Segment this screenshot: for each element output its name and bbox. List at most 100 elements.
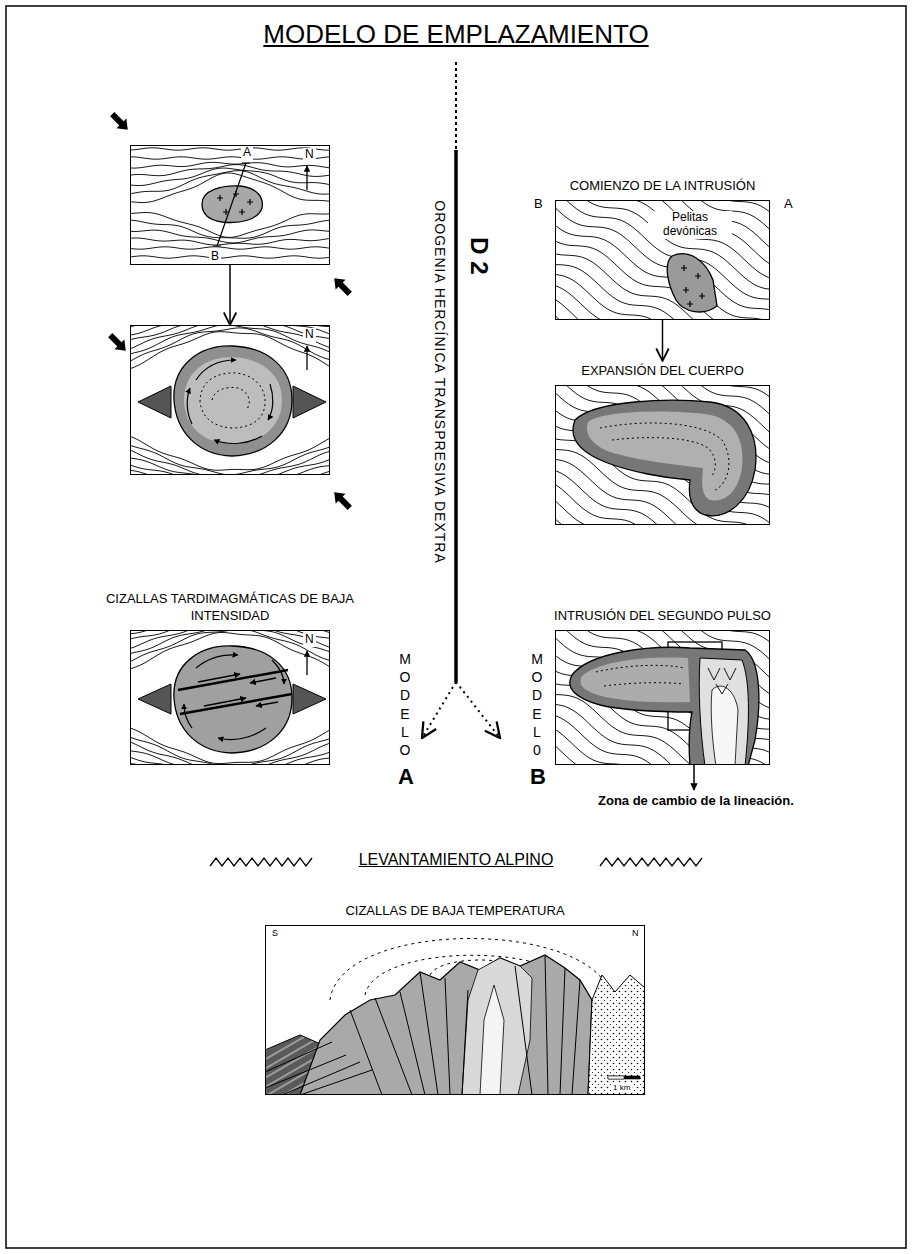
shape [683,287,689,293]
shape [555,200,770,300]
shape [130,457,330,475]
shape [608,1076,624,1079]
note-label: Zona de cambio de la lineación. [598,794,794,809]
note-label: B [530,764,546,789]
model-arrow [422,682,456,738]
shape [596,665,684,686]
panel-frame [555,630,770,765]
model-label: MODEL0 [530,650,544,759]
panel-heading: INTRUSIÓN DEL SEGUNDO PULSO [533,606,793,630]
panel: CIZALLAS DE BAJA TEMPERATURA S N 1 km [265,901,645,1095]
panel-heading: COMIENZO DE LA INTRUSIÓN [543,176,783,200]
shape [555,200,770,280]
panel-label: N [630,928,641,938]
shape [214,436,262,443]
shape [200,373,265,428]
shape [130,148,330,150]
panel-label: A [241,146,253,160]
shape [130,463,330,475]
shape [184,357,282,444]
shape [184,704,192,728]
model-arrow [456,682,500,738]
panel-title: CIZALLAS TARDIMAGMÁTICAS DE BAJA INTENSI… [100,591,360,630]
shape [130,325,330,342]
shape [213,163,250,246]
shape [265,1042,372,1095]
shape [588,975,645,1095]
panel-label: N [303,633,316,647]
shape [612,438,715,476]
shape [555,295,770,320]
shape [196,360,236,380]
shape [587,412,743,501]
shape [174,346,292,456]
shape [130,168,330,186]
panel-title: EXPANSIÓN DEL CUERPO [543,363,783,385]
shape [250,678,276,683]
shape [555,509,770,525]
shape [608,1076,640,1079]
panel-title: COMIENZO DE LA INTRUSIÓN [543,178,783,200]
shape [555,200,770,312]
panel-frame: S N 1 km [265,925,645,1095]
panel-art [555,200,770,320]
panel-heading: CIZALLAS DE BAJA TEMPERATURA [265,901,645,925]
shape [555,234,770,320]
stress-arrow [105,330,130,355]
shape [462,958,532,1095]
panel: EXPANSIÓN DEL CUERPO [543,361,783,525]
shape [178,670,292,714]
shape [687,301,693,307]
north-arrow [306,346,307,370]
panel-frame: N [130,325,330,475]
shape [480,985,504,1095]
shape [699,293,705,299]
panel-label: 1 km [611,1083,632,1092]
shape [196,655,238,668]
shape [130,157,330,159]
panel-heading: CIZALLAS TARDIMAGMÁTICAS DE BAJA INTENSI… [100,584,360,630]
shape [350,955,580,1095]
note-label: A [398,764,414,789]
vertical-label: D 2 [465,237,493,274]
shape [174,646,292,753]
unconformity-zigzag [210,858,312,866]
panel-frame [555,385,770,525]
panel-art [555,385,770,525]
shape [204,698,246,706]
panel-label: N [303,148,316,162]
panel-frame: N [130,630,330,765]
panel: N [130,325,330,475]
north-arrow [306,651,307,675]
shape [256,702,278,706]
panel-label: S [270,928,280,938]
diagram-title: MODELO DE EMPLAZAMIENTO [263,20,648,50]
shape [130,256,330,258]
panel-frame: BAPelitas devónicas [555,200,770,320]
panel-art [130,325,330,475]
shape [198,674,240,682]
shape [600,423,729,490]
shape [573,400,756,515]
shape [555,200,770,268]
shape [130,325,330,336]
panel-label: B [209,250,221,264]
shape [555,630,770,648]
panel-art [130,148,330,258]
stress-arrow [329,487,354,512]
panel: COMIENZO DE LA INTRUSIÓNBAPelitas devóni… [543,176,783,320]
shape [708,668,736,694]
shape [581,658,690,703]
unconformity-zigzag [600,858,702,866]
panel-art [265,939,645,1096]
outer-frame [6,6,906,1248]
shape [130,755,330,765]
shape [667,254,717,312]
shape [268,384,273,420]
panel-label: Pelitas devónicas [648,211,732,239]
panel: INTRUSIÓN DEL SEGUNDO PULSO [533,606,793,765]
shape [130,238,330,245]
